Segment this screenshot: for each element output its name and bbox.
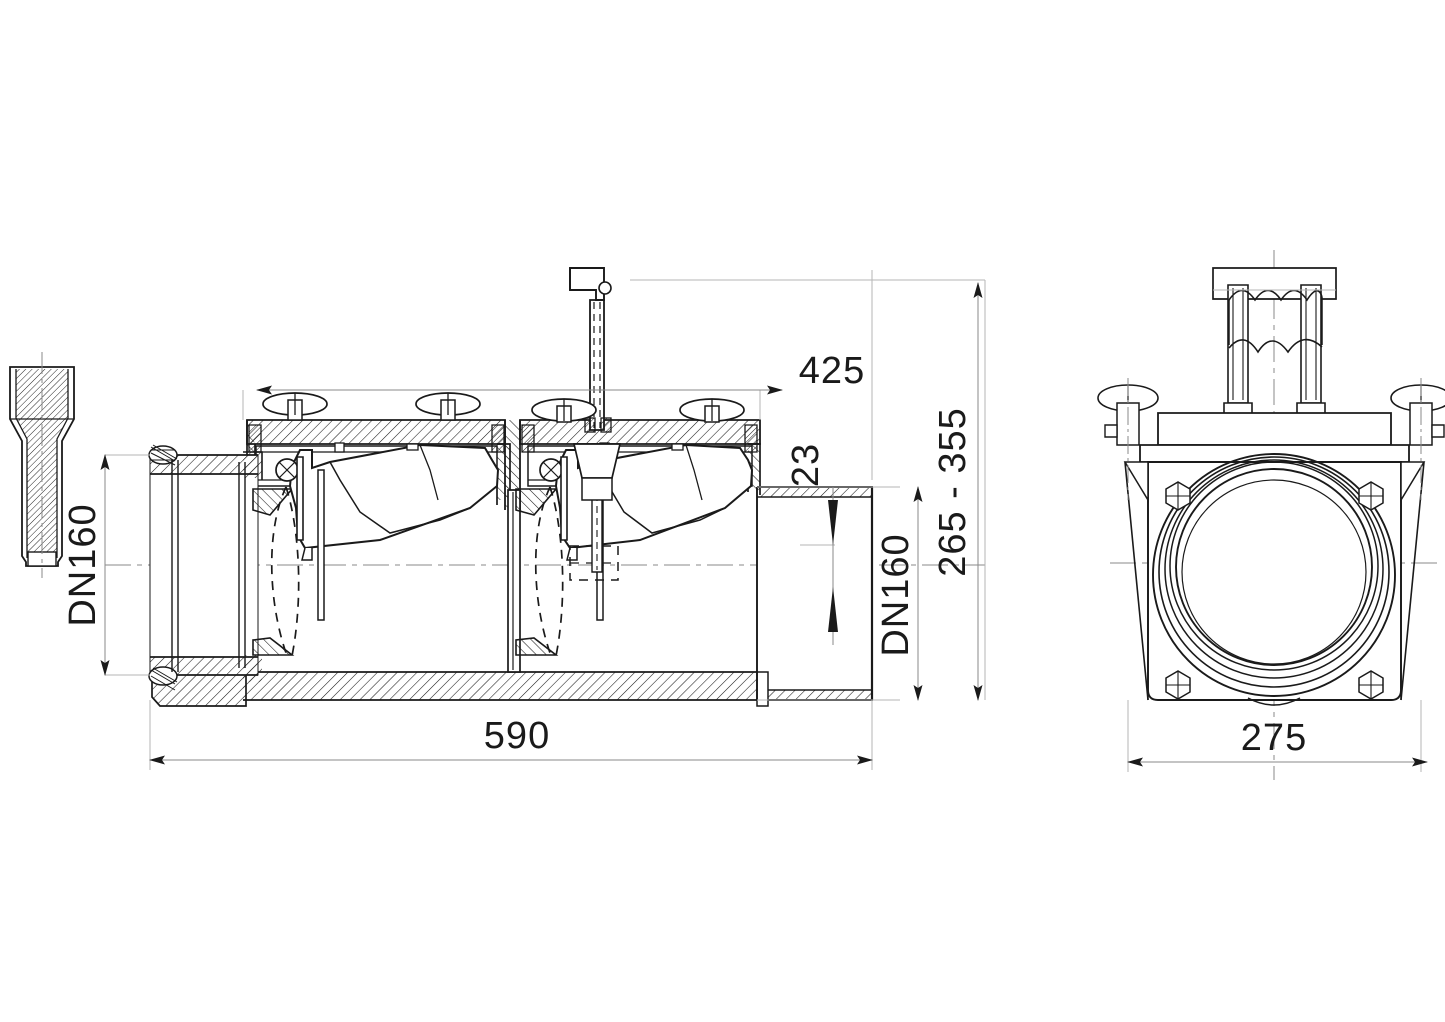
- tapered-sleeve-part: [9, 352, 75, 578]
- dimension-590: 590: [149, 715, 873, 765]
- corner-hex-bolts: [1165, 481, 1384, 700]
- wing-nut-clamps[interactable]: [1097, 378, 1445, 500]
- wing-nut-knobs[interactable]: [262, 392, 745, 423]
- construction-lines: [105, 270, 986, 770]
- dn160-right-label: DN160: [875, 533, 917, 656]
- hex-bolt-bottom-right: [1358, 670, 1384, 700]
- flap-closed-position-2: [534, 486, 619, 657]
- wing-nut-knob-4[interactable]: [679, 398, 745, 423]
- dimension-23: 23: [785, 443, 838, 645]
- hex-bolt-top-left: [1165, 481, 1191, 511]
- clamp-brackets: [248, 424, 758, 453]
- dim-275-label: 275: [1241, 717, 1307, 759]
- dimension-dn160-right: DN160: [875, 486, 923, 701]
- dimension-425: 425: [256, 350, 865, 395]
- hex-bolt-top-right: [1358, 481, 1384, 511]
- dimension-annotations: DN160 425 23 DN160 265 - 355 590: [62, 282, 983, 765]
- front-elevation-view: 275: [1097, 250, 1445, 780]
- longitudinal-section-view: [105, 267, 986, 770]
- valve-seat-wedges: [252, 488, 559, 656]
- actuator-rod: [572, 299, 622, 573]
- dn160-left-label: DN160: [62, 503, 104, 626]
- wing-nut-knob-1[interactable]: [262, 392, 328, 421]
- wing-nut-clamp-right[interactable]: [1390, 378, 1445, 500]
- outlet-pipe: [757, 486, 874, 701]
- wing-nut-knob-3[interactable]: [531, 398, 597, 423]
- hex-bolt-bottom-left: [1165, 670, 1191, 700]
- lever-handle[interactable]: [569, 267, 612, 301]
- dim-425-label: 425: [799, 350, 865, 392]
- circular-bore: [1152, 453, 1396, 706]
- dimension-275: 275: [1127, 717, 1428, 767]
- wing-nut-knob-2[interactable]: [415, 392, 481, 421]
- flap-closed-position-1: [270, 486, 300, 657]
- dimension-265-355: 265 - 355: [932, 282, 983, 701]
- wing-nut-clamp-left[interactable]: [1097, 378, 1159, 500]
- dim-265-355-label: 265 - 355: [932, 407, 974, 577]
- flap-open-position-1: [275, 442, 500, 621]
- dim-23-label: 23: [785, 443, 827, 487]
- inlet-socket: [148, 444, 263, 691]
- dim-590-label: 590: [484, 715, 550, 757]
- dimension-dn160-left: DN160: [62, 454, 110, 676]
